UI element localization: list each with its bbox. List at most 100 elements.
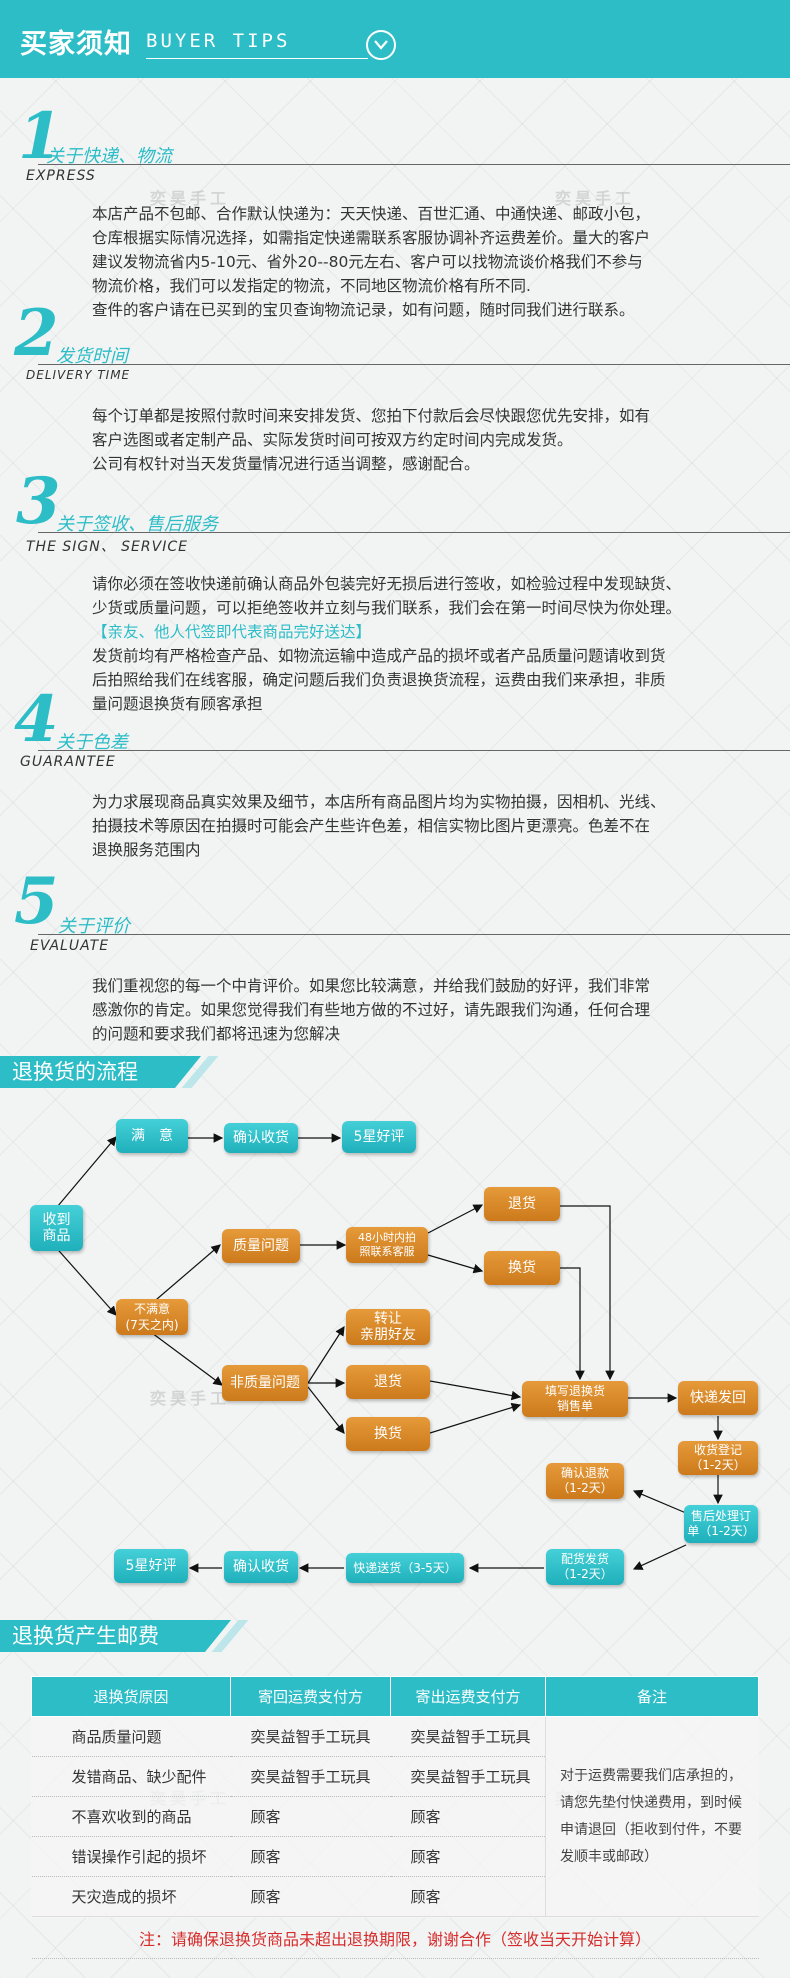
header-underline: [146, 58, 368, 59]
section-divider: [38, 164, 790, 165]
table-cell: 天灾造成的损坏: [31, 1876, 231, 1917]
body-line: 建议发物流省内5-10元、省外20--80元左右、客户可以找物流谈价格我们不参与: [92, 253, 643, 271]
flow-arrow: [51, 1242, 117, 1316]
flow-arrow: [560, 1267, 585, 1381]
fee-banner: 退换货产生邮费: [0, 1620, 231, 1652]
column-header: 备注: [545, 1676, 759, 1717]
flow-node-after-sale: 售后处理订 单（1-2天）: [684, 1505, 758, 1543]
flow-node-confirm-receipt: 确认收货: [224, 1551, 298, 1583]
watermark: 奕昊手工: [150, 189, 231, 208]
flow-node-delivery: 快递送货（3-5天）: [346, 1553, 464, 1583]
section-title: 关于评价: [58, 916, 130, 937]
watermark: 奕昊手工: [555, 189, 636, 208]
column-header: 寄出运费支付方: [390, 1676, 546, 1717]
table-row: 天灾造成的损坏 顾客 顾客: [31, 1876, 759, 1917]
body-line: 的问题和要求我们都将迅速为您解决: [92, 1025, 341, 1043]
flow-node-five-star: 5星好评: [114, 1549, 188, 1583]
flow-connectors: [51, 1133, 723, 1573]
flow-arrow: [51, 1136, 117, 1214]
body-line: 我们重视您的每一个中肯评价。如果您比较满意，并给我们鼓励的好评，我们非常: [92, 977, 651, 995]
flow-arrow: [429, 1402, 522, 1434]
table-row: 发错商品、缺少配件 奕昊益智手工玩具 奕昊益智手工玩具: [31, 1756, 759, 1797]
flow-arrow: [429, 1380, 522, 1401]
body-line: 感激你的肯定。如果您觉得我们有些地方做的不过好，请先跟我们沟通，任何合理: [92, 1001, 651, 1019]
flow-node-ship-back: 快递发回: [678, 1381, 758, 1415]
section-subtitle: THE SIGN、 SERVICE: [26, 539, 188, 555]
page-title: 买家须知: [20, 29, 132, 60]
section-number: 3: [16, 464, 61, 539]
table-row: 商品质量问题 奕昊益智手工玩具 奕昊益智手工玩具 对于运费需要我们店承担的，请您…: [31, 1716, 759, 1917]
flow-node-confirm-receipt: 确认收货: [224, 1123, 298, 1153]
section-body: 请你必须在签收快递前确认商品外包装完好无损后进行签收，如检验过程中发现缺货、 少…: [92, 572, 782, 716]
table-cell: 不喜欢收到的商品: [31, 1796, 231, 1837]
body-line: 每个订单都是按照付款时间来安排发货、您拍下付款后会尽快跟您优先安排，如有: [92, 407, 651, 425]
body-line: 客户选图或者定制产品、实际发货时间可按双方约定时间内完成发货。: [92, 431, 573, 449]
table-note: 对于运费需要我们店承担的，请您先垫付快递费用，到时候申请退回（拒收到付件，不要发…: [545, 1716, 759, 1917]
table-cell: 发错商品、缺少配件: [31, 1756, 231, 1797]
section-subtitle: EXPRESS: [26, 168, 96, 184]
table-footer-row: 注：请确保退换货商品未超出退换期限，谢谢合作（签收当天开始计算）: [31, 1916, 759, 1959]
section-number: 5: [14, 864, 59, 939]
flow-node-quality-issue: 质量问题: [222, 1229, 300, 1263]
highlight-notice: 【亲友、他人代签即代表商品完好送达】: [92, 623, 372, 641]
section-divider: [38, 750, 790, 751]
section-divider: [38, 532, 790, 533]
body-line: 后拍照给我们在线客服，确定问题后我们负责退换货流程，运费由我们来承担，非质: [92, 671, 666, 689]
section-title: 关于色差: [56, 732, 128, 753]
chevron-down-icon[interactable]: [366, 30, 396, 60]
watermark: 奕昊手工: [150, 1389, 231, 1408]
table-cell: 错误操作引起的损坏: [31, 1836, 231, 1877]
body-line: 少货或质量问题，可以拒绝签收并立刻与我们联系，我们会在第一时间尽快为你处理。: [92, 599, 682, 617]
column-header: 退换货原因: [31, 1676, 231, 1717]
flow-arrow: [151, 1332, 223, 1386]
section-number: 1: [18, 99, 63, 174]
body-line: 拍摄技术等原因在拍摄时可能会产生些许色差，相信实物比图片更漂亮。色差不在: [92, 817, 651, 835]
page-subtitle: BUYER TIPS: [146, 30, 291, 52]
body-line: 查件的客户请在已买到的宝贝查询物流记录，如有问题，随时同我们进行联系。: [92, 301, 635, 319]
section-body: 每个订单都是按照付款时间来安排发货、您拍下付款后会尽快跟您优先安排，如有 客户选…: [92, 404, 782, 476]
section-title: 发货时间: [56, 346, 128, 367]
section-divider: [38, 364, 790, 365]
column-header: 寄回运费支付方: [230, 1676, 391, 1717]
flow-arrow: [149, 1244, 221, 1306]
body-line: 本店产品不包邮、合作默认快递为：天天快递、百世汇通、中通快递、邮政小包，: [92, 205, 651, 223]
table-cell: 顾客: [230, 1836, 391, 1877]
flow-node-exchange: 换货: [484, 1251, 560, 1285]
flow-node-return: 退货: [346, 1365, 430, 1399]
flow-arrow: [632, 1544, 687, 1570]
flow-arrow: [632, 1489, 687, 1514]
flow-arrow: [427, 1204, 484, 1234]
body-line: 退换服务范围内: [92, 841, 201, 859]
flow-arrow: [427, 1254, 484, 1274]
table-row: 错误操作引起的损坏 顾客 顾客: [31, 1836, 759, 1877]
body-line: 为力求展现商品真实效果及细节，本店所有商品图片均为实物拍摄，因相机、光线、: [92, 793, 666, 811]
table-row: 不喜欢收到的商品 顾客 顾客: [31, 1796, 759, 1837]
table-cell: 奕昊益智手工玩具: [390, 1716, 546, 1757]
table-cell: 顾客: [230, 1876, 391, 1917]
body-line: 发货前均有严格检查产品、如物流运输中造成产品的损坏或者产品质量问题请收到货: [92, 647, 666, 665]
table-cell: 顾客: [230, 1796, 391, 1837]
table-cell: 商品质量问题: [31, 1716, 231, 1757]
table-cell: 顾客: [390, 1836, 546, 1877]
flow-arrow: [307, 1325, 345, 1384]
flow-banner-title: 退换货的流程: [12, 1060, 138, 1084]
section-subtitle: DELIVERY TIME: [26, 368, 131, 382]
return-flow-diagram: 收到 商品 满 意 确认收货 5星好评 不满意 (7天之内) 质量问题 48小时…: [0, 1083, 790, 1585]
table-cell: 奕昊益智手工玩具: [230, 1716, 391, 1757]
flow-node-non-quality-issue: 非质量问题: [222, 1365, 308, 1401]
body-line: 量问题退换货有顾客承担: [92, 695, 263, 713]
flow-node-contact-support: 48小时内拍 照联系客服: [346, 1227, 428, 1263]
section-body: 我们重视您的每一个中肯评价。如果您比较满意，并给我们鼓励的好评，我们非常 感激你…: [92, 974, 782, 1046]
section-number: 2: [14, 296, 59, 371]
section-subtitle: GUARANTEE: [20, 754, 116, 770]
body-line: 请你必须在签收快递前确认商品外包装完好无损后进行签收，如检验过程中发现缺货、: [92, 575, 682, 593]
flow-node-dispatch: 配货发货 （1-2天）: [546, 1549, 624, 1585]
flow-node-confirm-refund: 确认退款 （1-2天）: [546, 1463, 624, 1499]
table-cell: 奕昊益智手工玩具: [230, 1756, 391, 1797]
flow-node-satisfied: 满 意: [116, 1119, 188, 1153]
body-line: 仓库根据实际情况选择，如需指定快递需联系客服协调补齐运费差价。量大的客户: [92, 229, 651, 247]
table-header-row: 退换货原因 寄回运费支付方 寄出运费支付方 备注: [31, 1676, 759, 1717]
section-divider: [38, 934, 790, 935]
flow-arrow: [307, 1386, 345, 1434]
body-line: 公司有权针对当天发货量情况进行适当调整，感谢配合。: [92, 455, 480, 473]
